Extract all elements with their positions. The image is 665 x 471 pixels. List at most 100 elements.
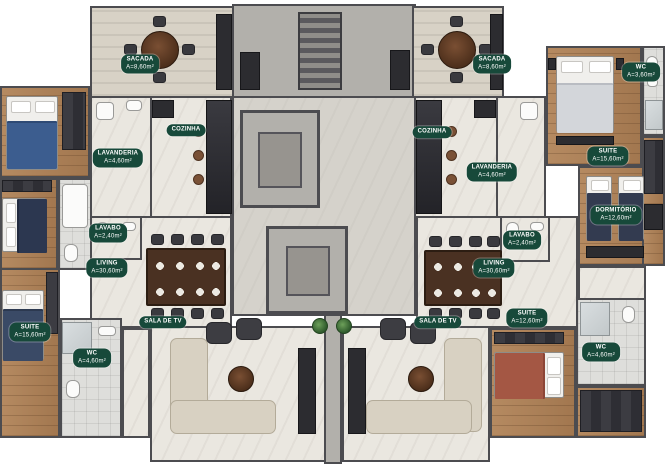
room-center-divider <box>324 314 342 464</box>
label-area: A=8,60m² <box>126 64 154 70</box>
room-label-sala-de-tv-right: SALA DE TV <box>414 316 462 328</box>
chair <box>421 44 434 55</box>
wardrobe <box>2 180 52 192</box>
bed-bench <box>556 136 614 145</box>
pillow <box>591 180 609 191</box>
bed-suite-right-bottom <box>494 352 564 399</box>
label-name: SUITE <box>20 324 40 331</box>
staircase <box>298 12 342 90</box>
pillow <box>25 294 41 305</box>
sofa-right-chaise <box>366 400 472 434</box>
stool <box>446 150 457 161</box>
toilet <box>622 306 635 323</box>
chair <box>469 236 482 247</box>
tv-console-left <box>298 348 316 434</box>
utility-shaft-left <box>240 52 260 90</box>
chair <box>191 308 204 319</box>
label-area: A=12,60m² <box>600 215 632 221</box>
fridge-right <box>474 100 496 118</box>
chair <box>182 44 195 55</box>
label-area: A=30,60m² <box>91 268 123 274</box>
coffee-table-right <box>408 366 434 392</box>
pillow <box>35 101 55 113</box>
chair <box>211 234 224 245</box>
bed-bedroom-left-mid <box>2 198 47 253</box>
label-name: SUITE <box>517 310 537 317</box>
label-area: A=2,40m² <box>94 233 122 239</box>
label-area: A=3,60m² <box>627 72 655 78</box>
label-name: LIVING <box>96 260 118 267</box>
label-area: A=30,60m² <box>478 268 510 274</box>
sink <box>98 326 116 336</box>
stool <box>193 174 204 185</box>
chair <box>487 236 500 247</box>
label-name: SACADA <box>478 56 506 63</box>
pillow <box>623 180 641 191</box>
label-name: SUITE <box>598 148 618 155</box>
wardrobe <box>46 272 58 334</box>
room-corridor-left <box>122 328 150 438</box>
blanket <box>7 121 57 169</box>
stool <box>446 174 457 185</box>
washer-left <box>96 102 114 120</box>
label-name: SACADA <box>126 56 154 63</box>
wardrobe <box>494 332 564 344</box>
dining-table-left <box>146 248 226 306</box>
wardrobe <box>644 140 663 194</box>
label-name: LAVANDERIA <box>97 150 139 157</box>
label-area: A=8,60m² <box>478 64 506 70</box>
armchair <box>236 318 262 340</box>
blanket <box>557 83 613 133</box>
label-area: A=15,60m² <box>592 156 624 162</box>
shower <box>580 302 610 336</box>
shower <box>645 100 663 130</box>
label-name: COZINHA <box>417 128 447 135</box>
chair <box>153 72 166 83</box>
chair <box>151 234 164 245</box>
toilet <box>66 380 80 398</box>
stool <box>193 150 204 161</box>
label-name: LIVING <box>483 260 505 267</box>
pillow <box>589 61 611 73</box>
ac-unit-left <box>216 14 232 90</box>
label-name: WC <box>86 350 98 357</box>
washer-right <box>520 102 538 120</box>
sofa-left-chaise <box>170 400 276 434</box>
room-label-cozinha-left: COZINHA <box>166 124 206 136</box>
label-name: DORMITÓRIO <box>595 207 637 214</box>
coffee-table-left <box>228 366 254 392</box>
toilet <box>64 244 78 262</box>
elevator-shaft-1 <box>240 110 320 208</box>
blanket <box>495 353 545 399</box>
chair <box>211 308 224 319</box>
label-name: SALA DE TV <box>419 318 457 325</box>
pillow <box>6 227 16 247</box>
plant <box>312 318 328 334</box>
label-area: A=12,60m² <box>511 318 543 324</box>
blanket <box>17 199 47 253</box>
pillow <box>547 377 561 395</box>
chair <box>124 44 137 55</box>
elevator-cab-2 <box>286 246 330 296</box>
label-name: SALA DE TV <box>144 318 182 325</box>
chair <box>469 308 482 319</box>
round-table-balcony-right <box>438 31 476 69</box>
chair <box>191 234 204 245</box>
ac-unit-right <box>490 14 503 90</box>
kitchen-counter-left <box>206 100 232 214</box>
pillow <box>11 101 31 113</box>
label-name: LAVABO <box>95 225 121 232</box>
label-name: WC <box>635 64 647 71</box>
room-label-sala-de-tv-left: SALA DE TV <box>139 316 187 328</box>
